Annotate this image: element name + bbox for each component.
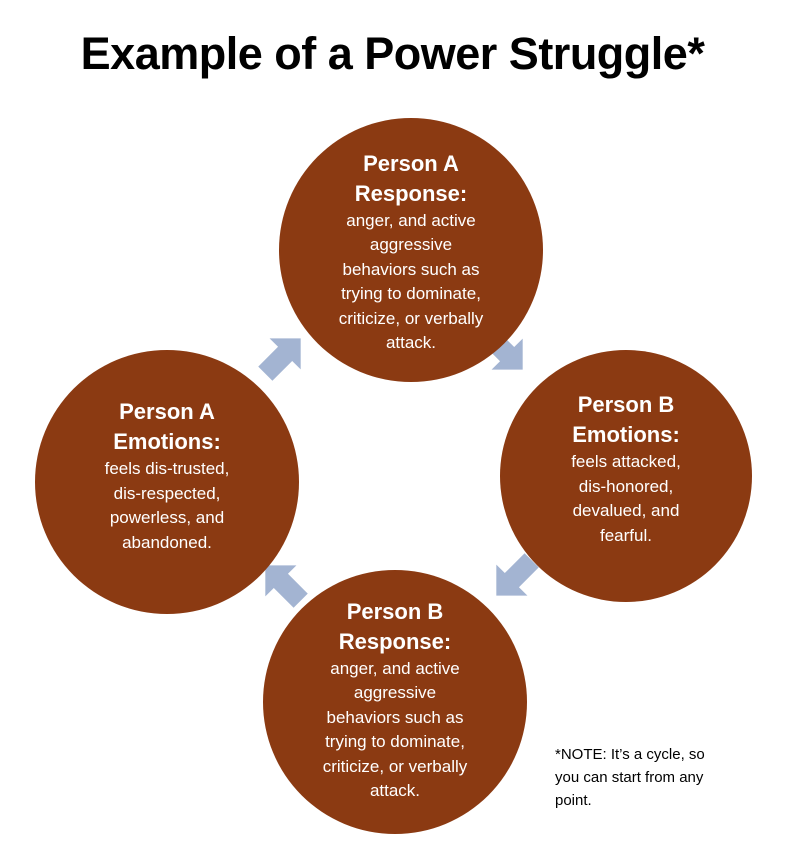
person-b-response-node: Person B Response: anger, and active agg… <box>263 570 527 834</box>
person-a-response-text-3: behaviors such as <box>342 259 480 279</box>
person-a-emotions-node: Person A Emotions: feels dis-trusted, di… <box>35 350 299 614</box>
note-line-1: *NOTE: It’s a cycle, so <box>555 746 705 763</box>
arrow-bottom-to-left <box>265 565 308 608</box>
arrow-right-to-bottom <box>496 553 539 596</box>
person-a-response-text-6: attack. <box>385 333 437 352</box>
person-b-emotions-text-1: feels attacked, <box>571 452 681 471</box>
page-title: Example of a Power Struggle* <box>80 28 705 79</box>
person-a-emotions-text-2: dis-respected, <box>113 483 221 503</box>
person-a-emotions-heading-line1: Person A <box>119 399 215 424</box>
note-line-3: point. <box>555 792 592 809</box>
person-b-emotions-heading-line1: Person B <box>577 392 675 417</box>
person-a-emotions-text-3: powerless, and <box>109 508 225 527</box>
person-a-response-text-1: anger, and active <box>346 210 476 230</box>
person-b-response-text-1: anger, and active <box>330 658 460 678</box>
person-a-response-text-2: aggressive <box>369 235 453 254</box>
arrow-left-to-top <box>258 338 301 381</box>
person-a-response-heading-line2: Response: <box>354 180 468 206</box>
person-b-emotions-node: Person B Emotions: feels attacked, dis-h… <box>500 350 752 602</box>
person-b-response-text-3: behaviors such as <box>326 707 464 727</box>
person-a-response-text-4: trying to dominate, <box>341 284 481 303</box>
person-a-emotions-heading-line2: Emotions: <box>113 429 221 454</box>
person-b-emotions-text-4: fearful. <box>600 525 652 545</box>
person-b-emotions-text-2: dis-honored, <box>578 476 674 496</box>
person-a-response-node: Person A Response: anger, and active agg… <box>279 118 543 382</box>
person-b-response-text-2: aggressive <box>353 683 437 702</box>
person-b-response-text-5: criticize, or verbally <box>322 756 468 776</box>
person-a-emotions-text-1: feels dis-trusted, <box>104 459 230 478</box>
person-a-emotions-text-4: abandoned. <box>122 532 212 552</box>
arrow-group <box>258 327 539 608</box>
person-b-emotions-text-3: devalued, and <box>572 501 680 520</box>
person-b-response-text-4: trying to dominate, <box>325 732 465 751</box>
person-b-response-heading-line2: Response: <box>338 628 452 654</box>
person-a-response-text-5: criticize, or verbally <box>338 308 484 328</box>
person-b-response-heading-line1: Person B <box>346 598 444 624</box>
cycle-note: *NOTE: It’s a cycle, so you can start fr… <box>555 743 770 812</box>
person-b-response-text-6: attack. <box>369 781 421 800</box>
person-a-response-heading-line1: Person A <box>363 150 459 176</box>
person-b-emotions-heading-line2: Emotions: <box>572 422 680 447</box>
note-line-2: you can start from any <box>555 769 704 786</box>
